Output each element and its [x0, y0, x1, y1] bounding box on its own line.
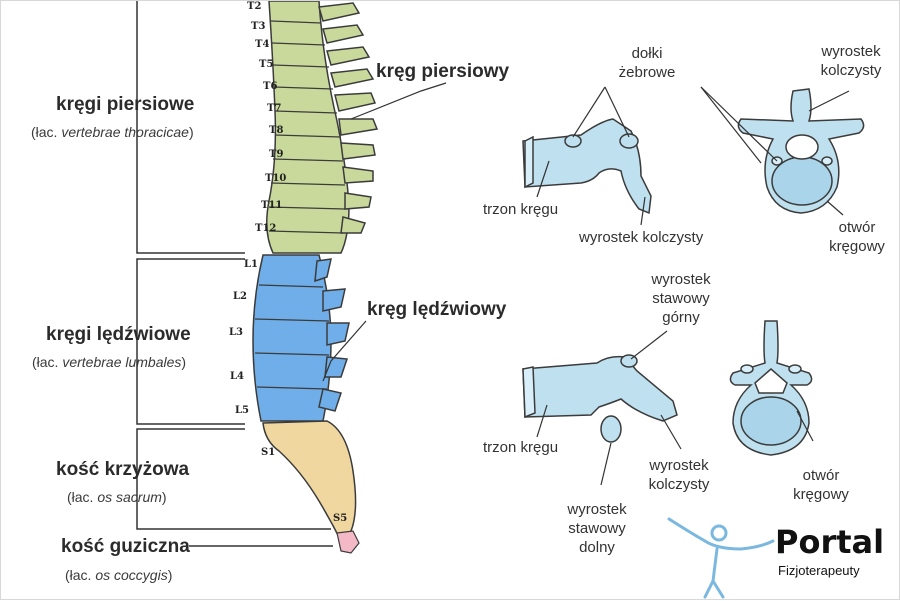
label-t11: T11 [261, 200, 283, 211]
label-superior-articular: wyrostek stawowy górny [641, 271, 721, 327]
detail-leaders [536, 86, 850, 486]
lumbar-vertebra-top [729, 320, 813, 456]
label-costal-facets: dołki żebrowe [617, 45, 677, 83]
coccyx-title: kość guziczna [61, 536, 190, 557]
logo-tagline: Fizjoterapeuty [778, 563, 860, 578]
thoracic-vertebra-heading: kręg piersiowy [376, 61, 510, 82]
coccyx [336, 530, 360, 554]
logo-name: Portal [775, 523, 885, 561]
logo-figure [667, 517, 775, 599]
latin-prefix: (łac. [65, 567, 96, 583]
label-l2: L2 [233, 291, 247, 302]
leader-thoracic-heading [350, 82, 447, 120]
sacrum [262, 420, 357, 543]
label-thoracic-body: trzon kręgu [483, 201, 559, 218]
label-inferior-articular: wyrostek stawowy dolny [557, 501, 637, 557]
label-s5: S5 [333, 513, 348, 524]
lumbar-latin: (łac. vertebrae lumbales) [32, 354, 186, 372]
label-line: dolny [579, 538, 615, 556]
latin-term: vertebrae lumbales [62, 354, 182, 370]
label-l3: L3 [229, 327, 243, 338]
label-line: stawowy [652, 289, 710, 307]
latin-prefix: (łac. [32, 354, 63, 370]
label-spinous-process-top: wyrostek kolczysty [811, 43, 891, 81]
lumbar-vertebra-heading: kręg lędźwiowy [367, 299, 507, 320]
label-line: otwór [802, 467, 840, 484]
bracket-lumbar [136, 258, 245, 425]
region-brackets [136, 1, 333, 547]
label-lumbar-spinous: wyrostek kolczysty [639, 457, 719, 495]
label-l1: L1 [244, 259, 258, 270]
label-l5: L5 [235, 405, 249, 416]
label-line: wyrostek [651, 271, 711, 288]
label-thoracic-spinous-side: wyrostek kolczysty [579, 229, 704, 246]
thoracic-vertebra-lateral [522, 118, 652, 215]
label-t7: T7 [267, 103, 282, 114]
label-line: wyrostek [567, 501, 627, 518]
label-thoracic-foramen: otwór kręgowy [827, 219, 887, 257]
bracket-sacrum [136, 428, 331, 530]
label-lumbar-body: trzon kręgu [483, 439, 559, 456]
bracket-thoracic [136, 1, 245, 254]
label-line: wyrostek [821, 43, 881, 60]
latin-suffix: ) [161, 489, 167, 505]
label-line: kręgowy [829, 237, 885, 255]
label-line: stawowy [568, 519, 626, 537]
label-t9: T9 [269, 149, 284, 160]
label-lumbar-foramen: otwór kręgowy [791, 467, 851, 505]
latin-suffix: ) [181, 354, 187, 370]
thoracic-latin: (łac. vertebrae thoracicae) [31, 124, 194, 142]
latin-prefix: (łac. [31, 124, 62, 140]
label-line: kręgowy [793, 485, 849, 503]
label-line: dołki [631, 45, 663, 62]
label-t6: T6 [263, 81, 278, 92]
label-line: kolczysty [648, 475, 710, 493]
latin-suffix: ) [188, 124, 194, 140]
lumbar-spine [252, 254, 350, 422]
sacrum-title: kość krzyżowa [56, 459, 190, 480]
label-line: kolczysty [820, 61, 882, 79]
label-line: otwór [838, 219, 876, 236]
latin-term: os sacrum [97, 489, 162, 505]
leader-lumbar-heading [322, 320, 367, 382]
latin-prefix: (łac. [67, 489, 98, 505]
label-t12: T12 [255, 223, 277, 234]
label-t2: T2 [247, 1, 262, 12]
label-l4: L4 [230, 371, 244, 382]
lumbar-vertebra-lateral [522, 354, 678, 443]
label-t5: T5 [259, 59, 274, 70]
label-line: górny [662, 308, 700, 326]
lumbar-title: kręgi lędźwiowe [46, 324, 191, 345]
latin-term: vertebrae thoracicae [61, 124, 189, 140]
label-line: żebrowe [618, 63, 676, 81]
label-t8: T8 [269, 125, 284, 136]
label-s1: S1 [261, 447, 276, 458]
latin-term: os coccygis [95, 567, 168, 583]
thoracic-spine [266, 1, 379, 254]
thoracic-vertebra-top [737, 88, 865, 214]
label-t3: T3 [251, 21, 266, 32]
thoracic-title: kręgi piersiowe [56, 94, 195, 115]
coccyx-latin: (łac. os coccygis) [65, 567, 172, 585]
label-t4: T4 [255, 39, 270, 50]
latin-suffix: ) [167, 567, 173, 583]
label-line: wyrostek [649, 457, 709, 474]
sacrum-latin: (łac. os sacrum) [67, 489, 167, 507]
label-t10: T10 [265, 173, 287, 184]
